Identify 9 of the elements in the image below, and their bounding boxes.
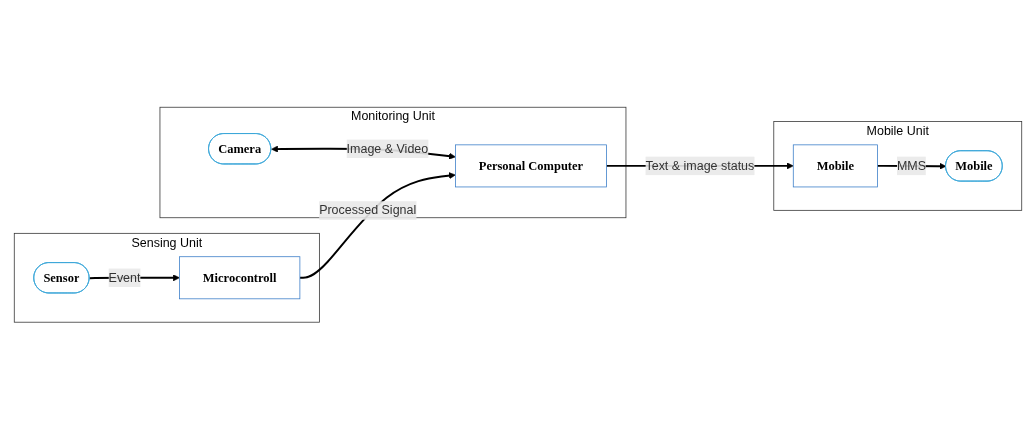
node-box: Mobile: [792, 144, 878, 188]
edge-label: Processed Signal: [319, 203, 417, 218]
edge-label: Text & image status: [645, 159, 755, 173]
edge-label: Image & Video: [346, 142, 429, 156]
arrow: [298, 172, 456, 280]
node-box: Personal Computer: [455, 144, 607, 188]
edge-label: Event: [108, 271, 141, 285]
node-box: Microcontroll: [179, 256, 301, 300]
edge-label: MMS: [896, 159, 927, 173]
